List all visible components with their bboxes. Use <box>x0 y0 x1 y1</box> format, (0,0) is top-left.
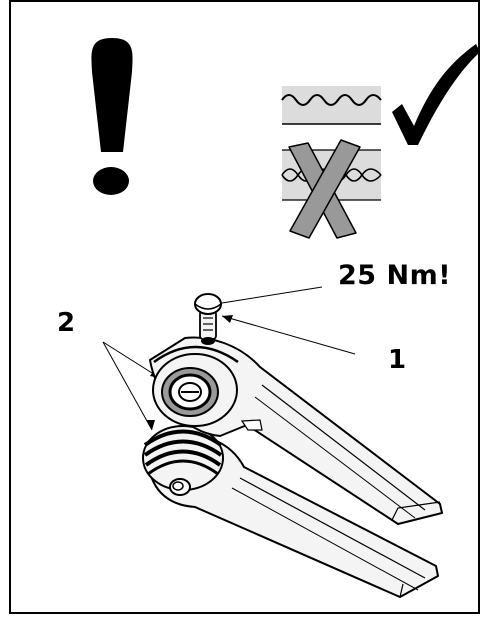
part-number-1: 1 <box>388 345 407 375</box>
part-number-2: 2 <box>57 308 76 338</box>
upper-bearing <box>152 345 239 427</box>
part-2-leader-line-lower <box>102 341 153 431</box>
part-1-leader-line <box>221 315 356 355</box>
lower-pulley <box>142 425 224 496</box>
leader-lines <box>102 286 356 431</box>
part-2-leader-line-upper <box>102 341 161 379</box>
torque-label: 25 Nm! <box>338 260 452 291</box>
checkmark-icon <box>392 44 480 145</box>
correct-wave-symbol <box>281 86 382 125</box>
cross-icon <box>288 139 361 239</box>
lower-arm <box>147 439 439 598</box>
exclamation-icon <box>91 38 133 195</box>
bolt-icon <box>194 293 222 345</box>
torque-leader-line <box>221 286 323 304</box>
